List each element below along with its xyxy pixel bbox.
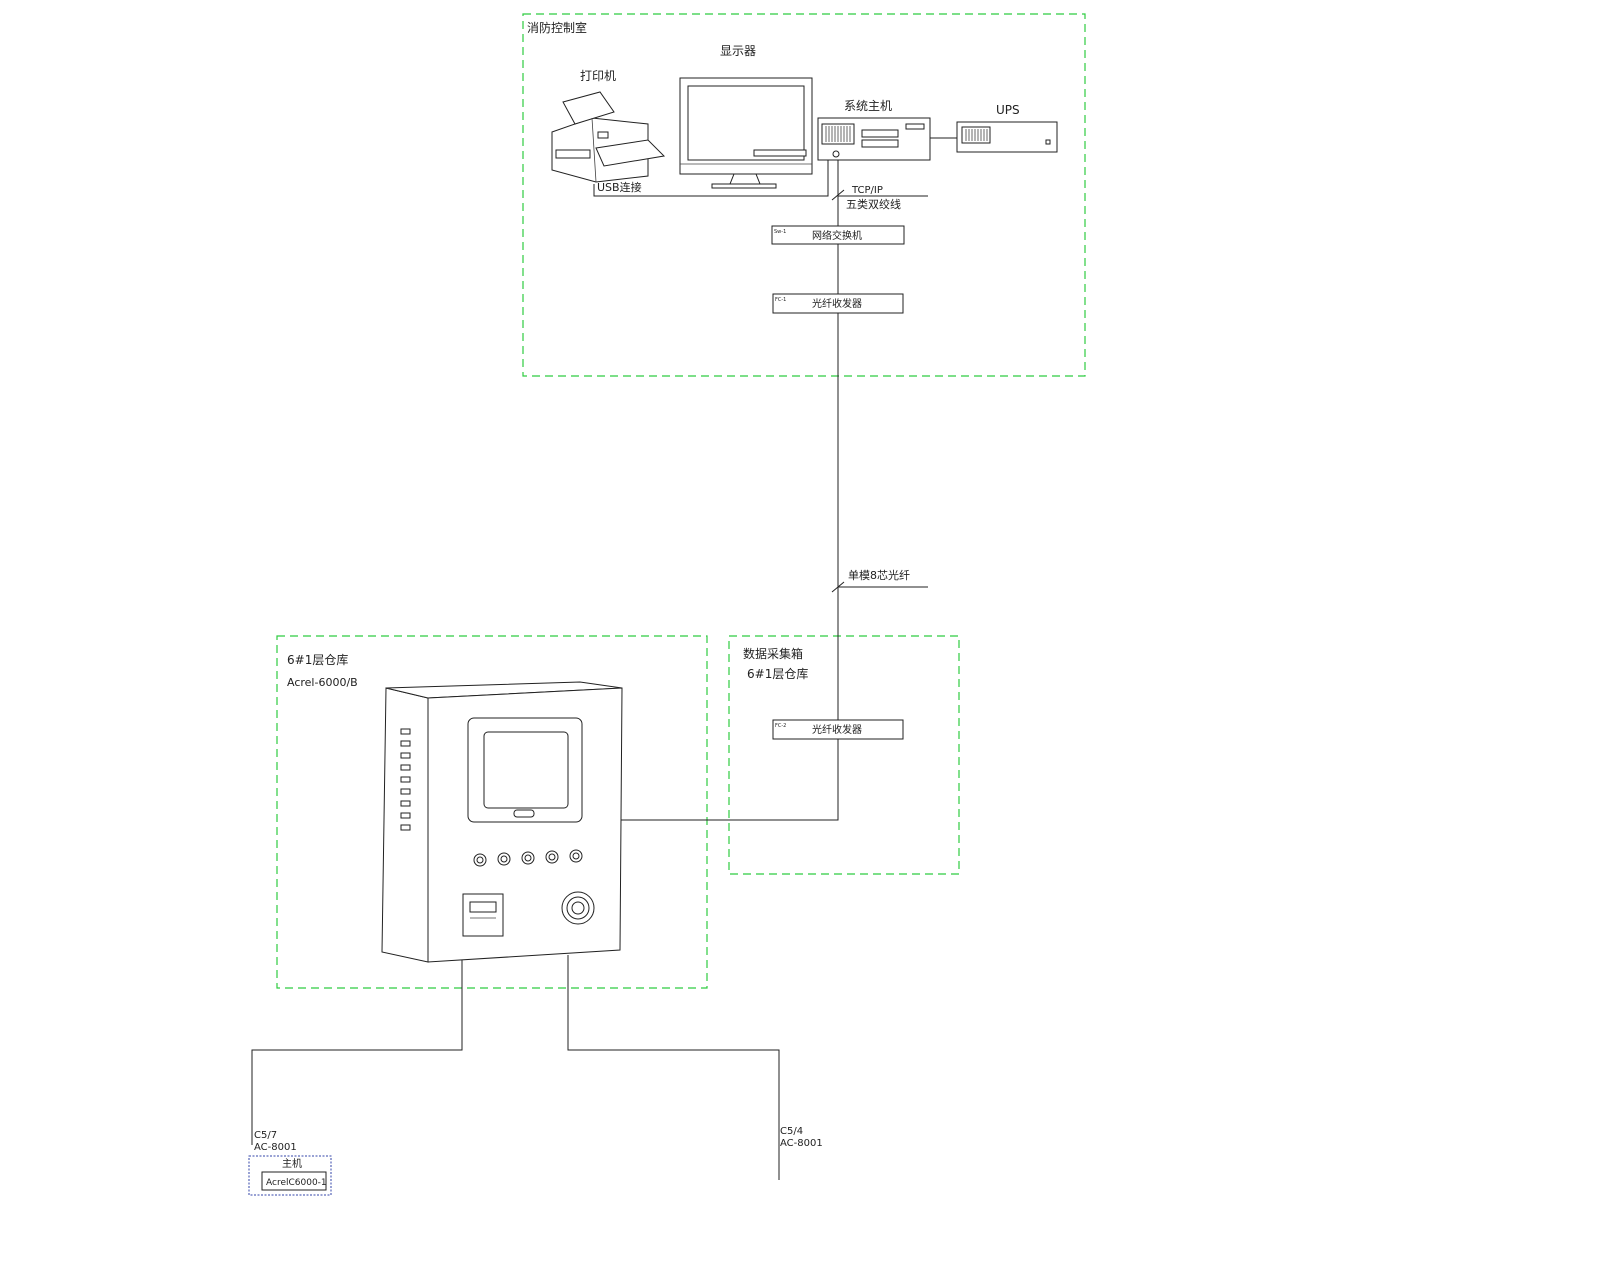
tcpip-tick	[831, 189, 845, 201]
monitor-label: 显示器	[720, 44, 756, 58]
network-switch-label: 网络交换机	[812, 229, 862, 242]
host-label: 系统主机	[844, 99, 892, 113]
usb-label: USB连接	[597, 181, 642, 194]
fiber-converter-1-tag: FC-1	[775, 297, 786, 303]
fiber-converter-1-label: 光纤收发器	[812, 297, 862, 310]
cabinet-vent-slots	[400, 728, 411, 831]
cabinet-screen	[483, 731, 569, 809]
branch-right-code: C5/4	[780, 1126, 803, 1137]
data-collection-subtitle: 6#1层仓库	[747, 666, 808, 681]
data-collection-title: 数据采集箱	[743, 646, 803, 661]
converter-to-cabinet-link	[620, 739, 839, 821]
fiber-converter-2-tag: FC-2	[775, 723, 786, 729]
printer-label: 打印机	[580, 69, 616, 83]
control-cabinet-icon	[381, 681, 623, 963]
warehouse-zone	[276, 635, 708, 989]
ups-label: UPS	[996, 103, 1020, 117]
monitor-icon	[679, 77, 813, 189]
fiber-tick	[831, 581, 845, 593]
fiber-label: 单模8芯光纤	[848, 568, 910, 582]
network-switch-tag: Sw-1	[774, 229, 786, 235]
terminal-label: 主机	[282, 1157, 302, 1170]
tcpip-label: TCP/IP	[851, 185, 883, 196]
cabinet-indicator-lights	[473, 849, 583, 867]
host-computer-icon	[817, 117, 931, 161]
twisted-pair-label: 五类双绞线	[846, 197, 901, 211]
usb-link	[593, 160, 829, 197]
branch-left-wire	[251, 960, 463, 1145]
branch-right-model: AC-8001	[780, 1138, 823, 1149]
terminal-model: AcrelC6000-1	[266, 1178, 327, 1188]
control-room-title: 消防控制室	[527, 20, 587, 35]
warehouse-title: 6#1层仓库	[287, 652, 348, 667]
branch-left-code: C5/7	[254, 1130, 277, 1141]
cabinet-printer-slot	[462, 893, 504, 937]
fiber-converter-2-label: 光纤收发器	[812, 723, 862, 736]
control-room-zone	[522, 13, 1086, 377]
printer-icon	[551, 91, 666, 183]
branch-right-wire	[567, 955, 780, 1180]
branch-left-model: AC-8001	[254, 1142, 297, 1153]
terminal-box	[248, 1155, 332, 1196]
ups-icon	[956, 121, 1058, 153]
warehouse-model: Acrel-6000/B	[287, 676, 358, 689]
